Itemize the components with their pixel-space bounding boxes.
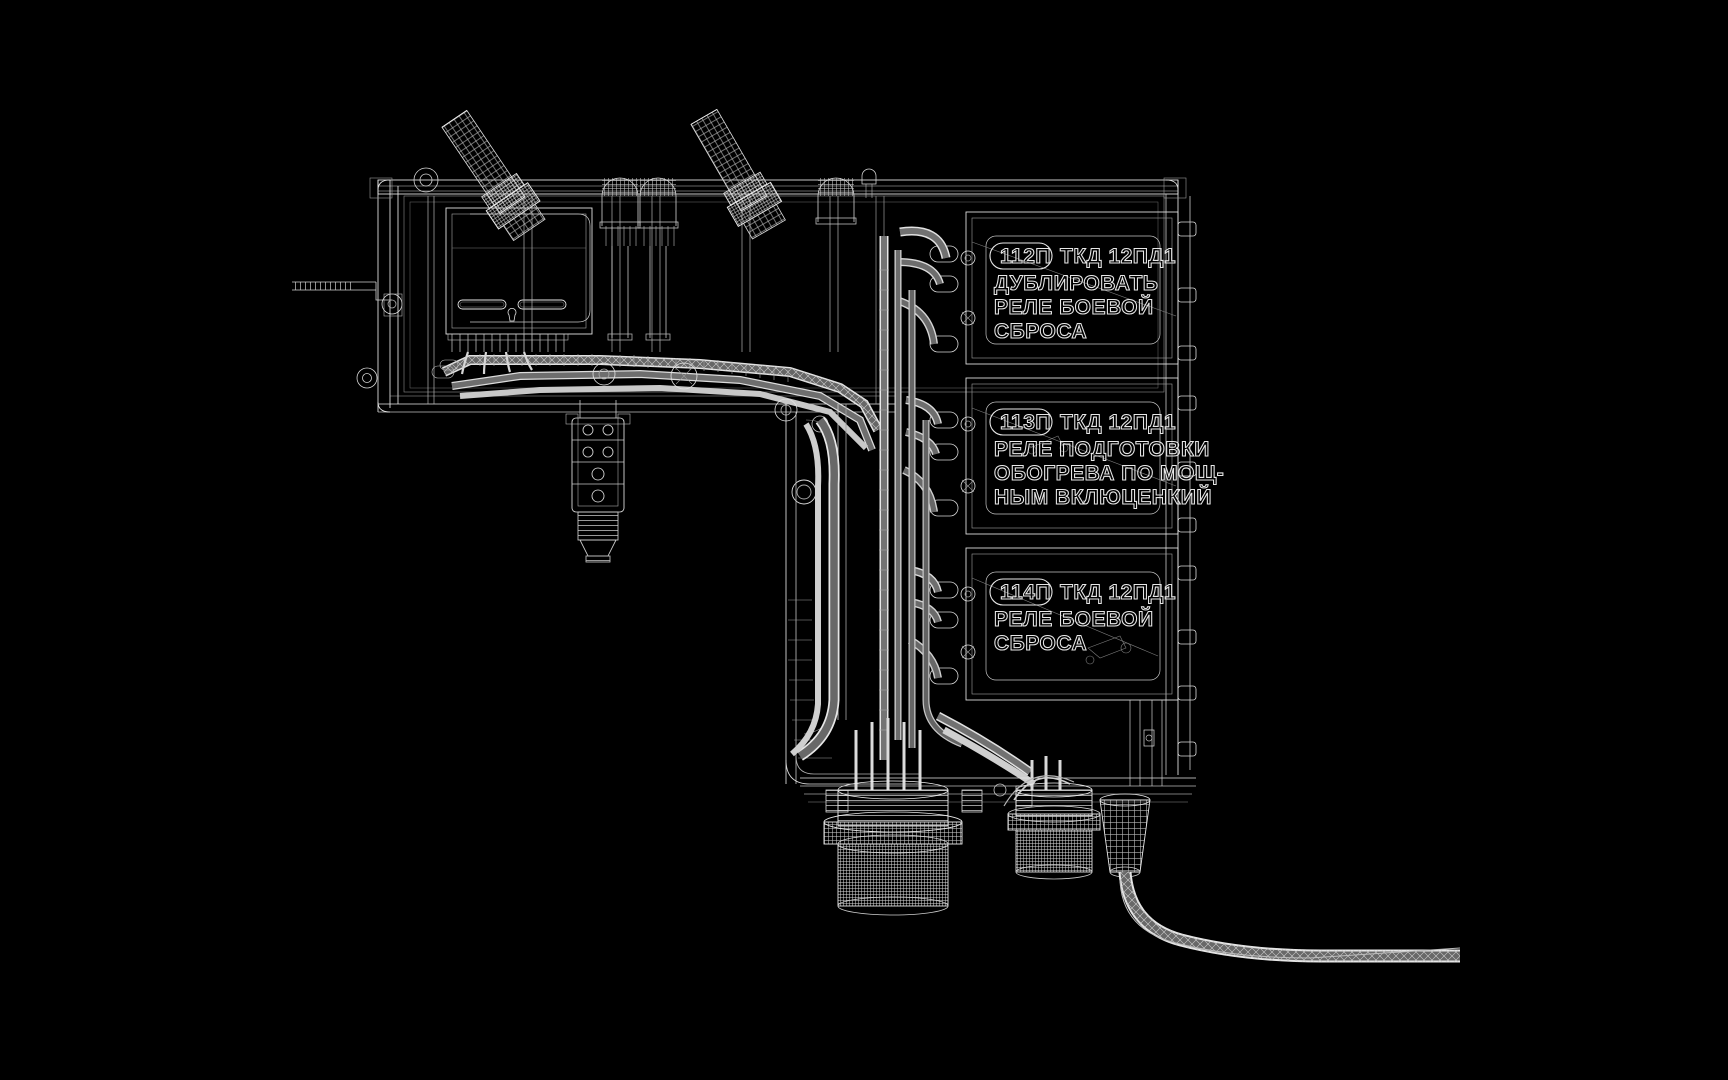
relay-panel-frames — [965, 211, 1179, 701]
tag-pill-113p — [989, 408, 1053, 436]
right-mount-rail — [1129, 700, 1163, 786]
dome-terminal-post — [599, 168, 877, 341]
relay-tag-114p: 114П — [1000, 581, 1051, 604]
relay-line-112p-1: ДУБЛИРОВАТЬ — [994, 272, 1158, 295]
panel-mount-tab — [1177, 221, 1197, 757]
module-drop-wires — [460, 351, 533, 375]
relay-line-114p-1: РЕЛЕ БОЕВОЙ — [994, 607, 1154, 631]
cable-gland-diagonal — [441, 108, 786, 242]
relay-line-113p-1: РЕЛЕ ПОДГОТОВКИ — [994, 438, 1210, 461]
relay-device-113p: ТКД 12ПД1 — [1060, 411, 1176, 434]
relay-line-112p-3: СБРОСА — [994, 320, 1087, 343]
chassis-enclosure — [369, 177, 1191, 775]
relay-label-113p: 113П ТКД 12ПД1 РЕЛЕ ПОДГОТОВКИ ОБОГРЕВА … — [989, 408, 1224, 510]
construction-leader-lines — [971, 241, 1177, 665]
relay-line-113p-3: НЫМ ВКЛЮЦЕНКИЙ — [994, 485, 1212, 509]
hanging-terminal-block — [565, 400, 631, 563]
tag-pill-114p — [989, 578, 1053, 606]
module-drop-wire-ends — [431, 359, 459, 379]
relay-label-112p: 112П ТКД 12ПД1 ДУБЛИРОВАТЬ РЕЛЕ БОЕВОЙ С… — [989, 242, 1176, 344]
harness-bundle-main — [441, 354, 883, 452]
tag-pill-112p — [989, 242, 1053, 270]
relay-line-113p-2: ОБОГРЕВА ПО МОЩ- — [994, 462, 1224, 485]
panel-fixing-screw — [960, 250, 976, 660]
relay-tag-112p: 112П — [1000, 245, 1051, 268]
relay-harness-hoses — [879, 226, 964, 760]
relay-device-114p: ТКД 12ПД1 — [1060, 581, 1176, 604]
relay-device-112p: ТКД 12ПД1 — [1060, 245, 1176, 268]
connector-large-left — [823, 718, 963, 916]
connector-right — [1003, 756, 1101, 880]
relay-line-112p-2: РЕЛЕ БОЕВОЙ — [994, 295, 1154, 319]
mounting-lug-left — [356, 167, 439, 389]
relay-label-114p: 114П ТКД 12ПД1 РЕЛЕ БОЕВОЙ СБРОСА — [989, 578, 1176, 656]
relay-tag-113p: 113П — [1000, 411, 1051, 434]
pipe-stub-left — [292, 281, 403, 317]
cable-vertical-left — [790, 416, 840, 761]
relay-line-114p-2: СБРОСА — [994, 632, 1087, 655]
cable-boot-outgoing — [1099, 793, 1461, 963]
